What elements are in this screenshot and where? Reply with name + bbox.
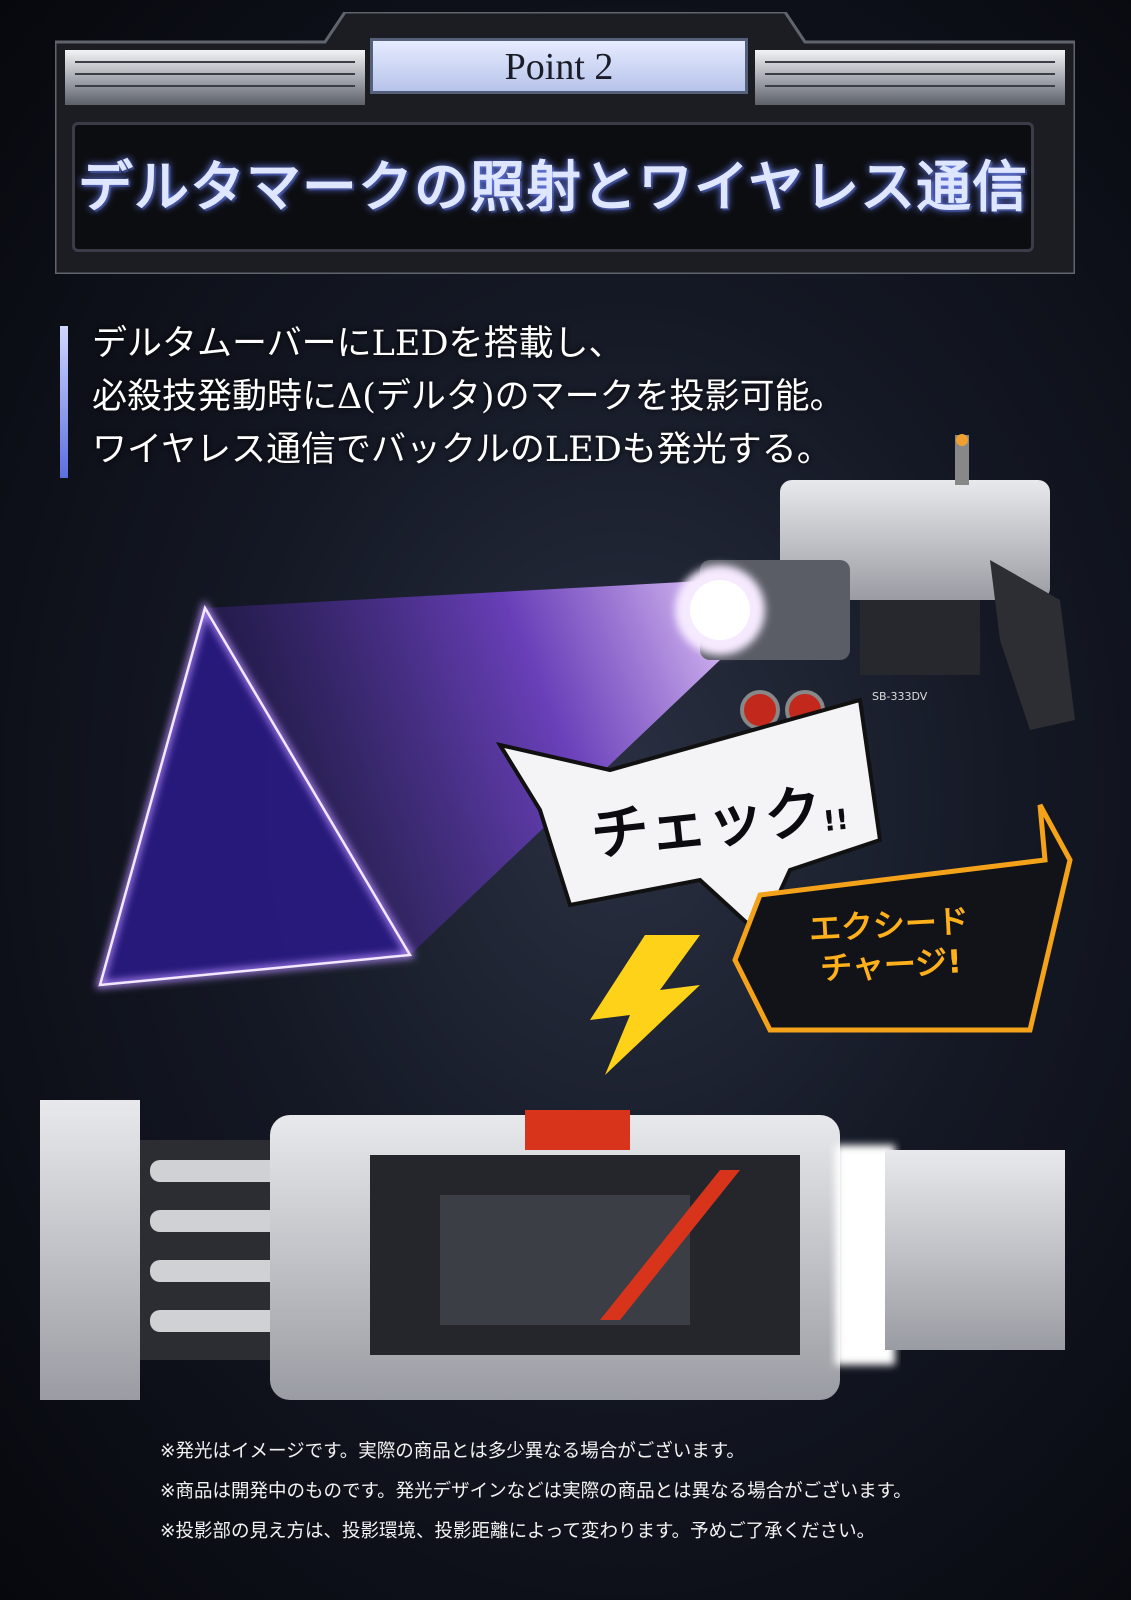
exceed-charge-callout: エクシード チャージ! (768, 899, 1012, 991)
description-line: デルタムーバーにLEDを搭載し、 (92, 324, 624, 364)
description-line: ワイヤレス通信でバックルのLEDも発光する。 (92, 430, 832, 470)
light-beam (205, 580, 720, 955)
note: ※商品は開発中のものです。発光デザインなどは実際の商品とは異なる場合がございます… (160, 1481, 912, 1502)
driver-belt-buckle (40, 1100, 1065, 1400)
callout-frame (732, 803, 1073, 1033)
gun-model-label: SB-333DV (872, 690, 928, 703)
note: ※発光はイメージです。実際の商品とは多少異なる場合がございます。 (160, 1441, 745, 1462)
check-marks: !! (821, 802, 851, 839)
product-scene (40, 434, 1075, 1400)
description-line: 必殺技発動時にΔ(デルタ)のマークを投影可能。 (92, 377, 845, 417)
delta-mark-projection (100, 608, 410, 985)
title-panel: デルタマークの照射とワイヤレス通信 (72, 122, 1034, 252)
description: デルタムーバーにLEDを搭載し、 必殺技発動時にΔ(デルタ)のマークを投影可能。… (92, 318, 845, 477)
page-title: デルタマークの照射とワイヤレス通信 (77, 154, 1029, 219)
point-label: Point 2 (370, 38, 748, 94)
delta-mover-gun (675, 434, 1075, 730)
lightning-bolt-icon (590, 935, 700, 1075)
disclaimer-notes: ※発光はイメージです。実際の商品とは多少異なる場合がございます。 ※商品は開発中… (160, 1432, 912, 1552)
accent-bar (60, 326, 68, 478)
note: ※投影部の見え方は、投影環境、投影距離によって変わります。予めご了承ください。 (160, 1521, 876, 1542)
